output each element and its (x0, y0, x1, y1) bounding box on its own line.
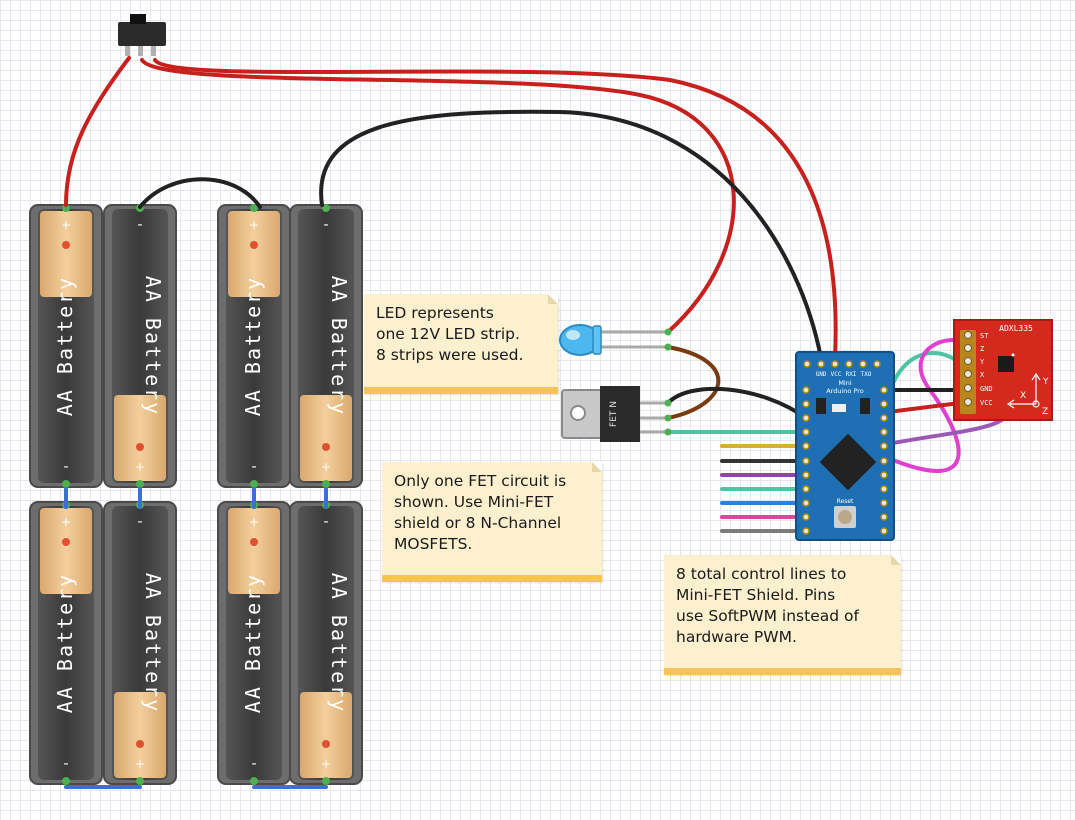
battery-label: AA Battery (241, 276, 265, 416)
note-led: LED represents one 12V LED strip. 8 stri… (364, 294, 558, 394)
accel-pin-gnd: GND (980, 385, 993, 393)
battery-plus: + (61, 515, 71, 529)
battery-plus: + (321, 757, 331, 771)
fet-label: FET N (609, 401, 619, 427)
arduino-reset-label: Reset (837, 498, 854, 505)
note-control-line: use SoftPWM instead of (676, 607, 859, 625)
microcontroller-icon: GND VCC RXI TXO Mini Arduino Pro Reset (795, 351, 895, 541)
note-led-line: 8 strips were used. (376, 346, 524, 364)
wire-magenta-accel (886, 338, 970, 473)
note-led-line: LED represents (376, 304, 494, 322)
accelerometer-name: ADXL335 (999, 324, 1033, 333)
accel-pin-x: X (980, 371, 985, 379)
accel-pin-y: Y (980, 358, 985, 366)
battery-minus: - (251, 756, 256, 772)
battery-plus: + (61, 218, 71, 232)
battery-plus: + (249, 218, 259, 232)
battery-pack: + - AA Battery + - AA Battery + - AA Battery + - AA… (29, 204, 363, 789)
wire-black-battery-gnd (319, 109, 823, 360)
battery-minus: - (137, 217, 142, 233)
note-fet-line: Only one FET circuit is (394, 472, 567, 490)
battery-label: AA Battery (141, 276, 165, 416)
note-fet-line: shield or 8 N-Channel (394, 514, 562, 532)
mosfet-icon: FET N (561, 386, 672, 442)
battery-minus: - (63, 756, 68, 772)
battery-label: AA Battery (327, 276, 351, 416)
battery-label: AA Battery (53, 276, 77, 416)
note-fet-line: MOSFETS. (394, 535, 473, 553)
accel-pin-vcc: VCC (980, 399, 993, 407)
battery-icon: + - AA Battery (217, 501, 291, 785)
note-control: 8 total control lines to Mini-FET Shield… (664, 555, 901, 675)
wire-red-switch-vcc (153, 58, 838, 360)
arduino-name-line2: Arduino Pro (826, 387, 864, 395)
battery-minus: - (137, 514, 142, 530)
battery-minus: - (251, 459, 256, 475)
note-control-line: Mini-FET Shield. Pins (676, 586, 836, 604)
note-led-line: one 12V LED strip. (376, 325, 520, 343)
battery-label: AA Battery (241, 573, 265, 713)
battery-icon: + - AA Battery (29, 204, 103, 488)
note-control-line: 8 total control lines to (676, 565, 847, 583)
accel-axis-z: Z (1042, 407, 1048, 417)
accelerometer-icon: ADXL335 ST Z Y X GND VCC Y X Z (953, 319, 1053, 421)
wire-red-switch-led (140, 58, 736, 334)
arduino-pin-vcc: VCC (831, 371, 842, 378)
battery-plus: + (135, 460, 145, 474)
battery-plus: + (135, 757, 145, 771)
accel-pin-z: Z (980, 345, 984, 353)
battery-icon: + - AA Battery (289, 204, 363, 488)
battery-label: AA Battery (141, 573, 165, 713)
arduino-pin-rxi: RXI (846, 371, 857, 378)
arduino-pin-gnd: GND (816, 371, 827, 378)
note-fet-line: shown. Use Mini-FET (394, 493, 554, 511)
battery-minus: - (323, 514, 328, 530)
battery-minus: - (323, 217, 328, 233)
wire-black-fet-gnd (666, 386, 808, 420)
wire-red-switch-battery (64, 56, 131, 207)
note-fet: Only one FET circuit is shown. Use Mini-… (382, 462, 602, 582)
battery-icon: + - AA Battery (289, 501, 363, 785)
battery-label: AA Battery (53, 573, 77, 713)
led-icon (559, 324, 672, 356)
battery-icon: + - AA Battery (217, 204, 291, 488)
arduino-pin-txo: TXO (861, 371, 872, 378)
battery-icon: + - AA Battery (29, 501, 103, 785)
note-control-line: hardware PWM. (676, 628, 797, 646)
battery-plus: + (249, 515, 259, 529)
battery-icon: + - AA Battery (103, 204, 177, 488)
wire-black-battery-jumper (138, 177, 262, 209)
battery-minus: - (63, 459, 68, 475)
battery-icon: + - AA Battery (103, 501, 177, 785)
accel-axis-y: Y (1042, 377, 1049, 387)
battery-label: AA Battery (327, 573, 351, 713)
accel-pin-st: ST (980, 332, 989, 340)
power-switch-icon[interactable] (118, 14, 166, 56)
arduino-name-line1: Mini (838, 379, 852, 387)
battery-plus: + (321, 460, 331, 474)
wire-brown-led-fet (666, 345, 721, 420)
accel-axis-x: X (1020, 391, 1026, 401)
